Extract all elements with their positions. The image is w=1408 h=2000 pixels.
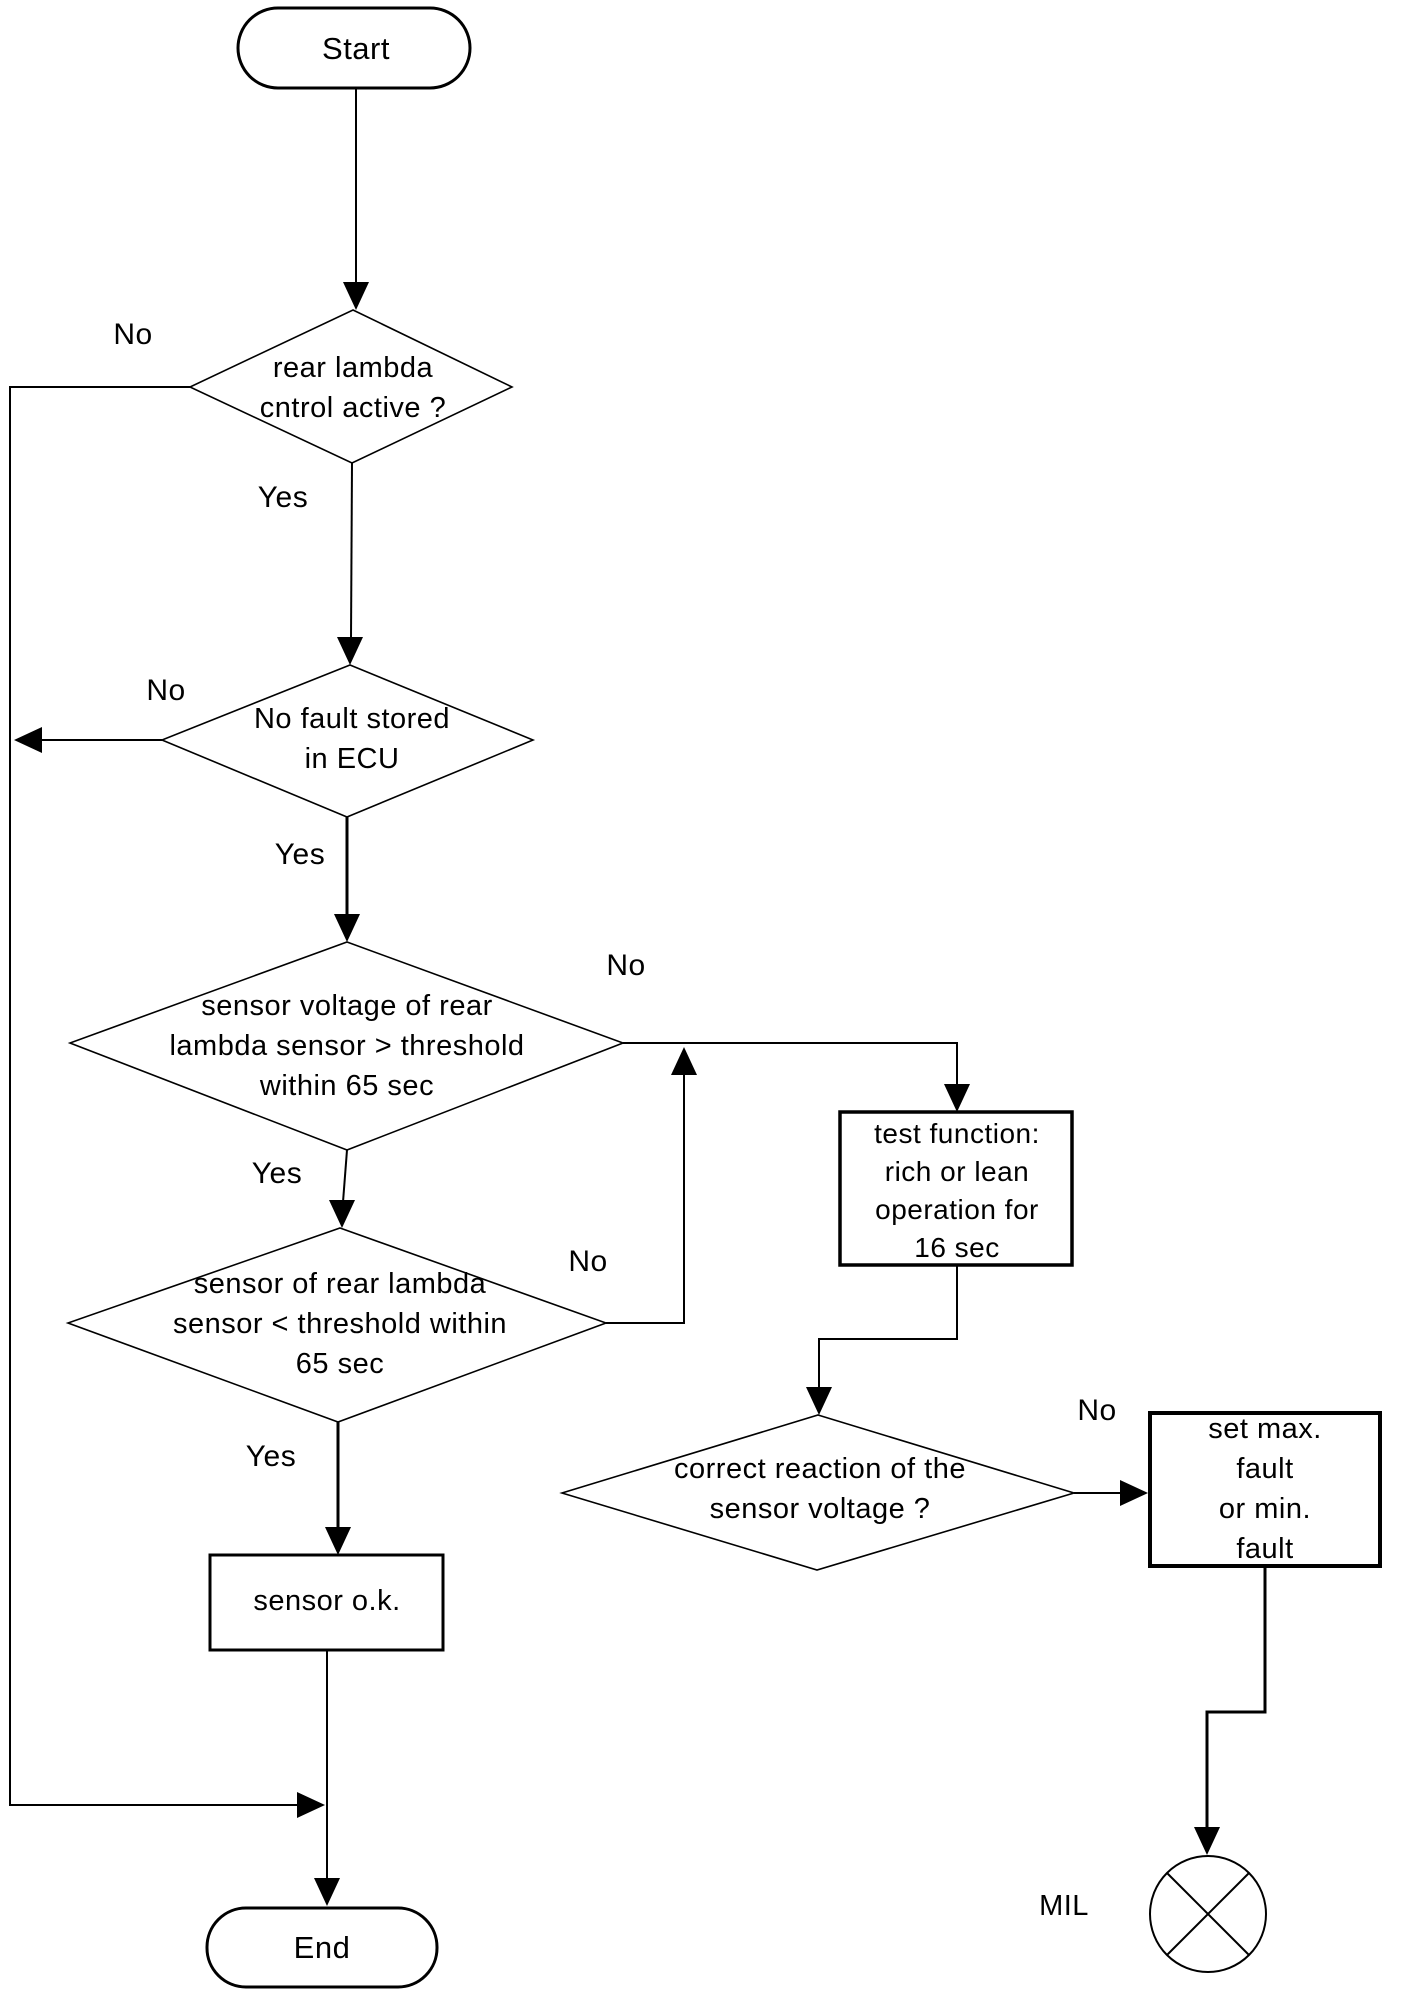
decision-voltage-below-label: sensor of rear lambda sensor < threshold… — [172, 1268, 508, 1380]
arrow-into-d1 — [343, 282, 369, 310]
end-node-label: End — [293, 1930, 351, 1965]
edge-d3-no — [623, 1042, 958, 1086]
edge-label-d2-no: No — [146, 674, 186, 707]
edge-label-d1-no: No — [113, 318, 153, 351]
arrow-into-d4 — [329, 1200, 355, 1228]
arrow-d2-no-left — [14, 727, 42, 753]
edge-label-d5-no: No — [1077, 1394, 1117, 1427]
end-node-shape — [205, 1906, 439, 1989]
arrow-into-end — [314, 1878, 340, 1906]
decision-no-fault-shape — [159, 664, 536, 818]
edge-label-d4-yes: Yes — [245, 1440, 297, 1473]
decision-voltage-above-label: sensor voltage of rear lambda sensor > t… — [169, 990, 525, 1102]
edge-label-d3-no: No — [606, 949, 646, 982]
start-node-label: Start — [322, 31, 390, 66]
arrow-into-setfault — [1120, 1480, 1148, 1506]
arrow-into-mil — [1194, 1827, 1220, 1855]
arrow-into-testbox — [944, 1084, 970, 1112]
decision-no-fault-label: No fault stored in ECU — [253, 703, 451, 775]
edge-label-d2-yes: Yes — [274, 838, 326, 871]
process-test-function-label: test function: rich or lean operation fo… — [874, 1118, 1040, 1263]
arrow-into-d5 — [806, 1387, 832, 1415]
edge-d4-no — [606, 1073, 685, 1324]
edge-d1-no-return — [9, 386, 297, 1806]
decision-rear-lambda-shape — [188, 309, 514, 464]
decision-correct-reaction-label: correct reaction of the sensor voltage ? — [674, 1453, 966, 1525]
decision-voltage-above-shape — [67, 941, 626, 1151]
edge-label-d1-yes: Yes — [257, 481, 309, 514]
mil-label: MIL — [1039, 1890, 1089, 1922]
decision-voltage-below-shape — [65, 1227, 609, 1423]
arrow-junction-right — [297, 1792, 325, 1818]
arrow-d4-no-up-merge — [671, 1047, 697, 1075]
edge-d1-yes — [350, 462, 353, 640]
arrow-into-sensorok — [325, 1527, 351, 1555]
edge-label-d4-no: No — [568, 1245, 608, 1278]
process-sensor-ok-label: sensor o.k. — [253, 1585, 401, 1617]
process-test-function-shape — [838, 1110, 1074, 1267]
edge-setfault-to-mil — [1205, 1566, 1267, 1829]
arrow-into-d3 — [334, 914, 360, 942]
decision-rear-lambda-label: rear lambda cntrol active ? — [259, 352, 447, 424]
process-set-fault-label: set max. fault or min. fault — [1208, 1413, 1322, 1565]
edge-d3-yes — [342, 1149, 348, 1203]
edge-label-d3-yes: Yes — [251, 1157, 303, 1190]
process-set-fault-shape — [1148, 1411, 1382, 1568]
start-node-shape — [236, 6, 472, 90]
decision-correct-reaction-shape — [559, 1414, 1077, 1571]
edge-testbox-to-d5 — [818, 1265, 958, 1389]
mil-lamp-cross-line-2 — [1166, 1872, 1250, 1956]
process-sensor-ok-shape — [208, 1553, 445, 1652]
arrow-into-d2 — [337, 637, 363, 665]
